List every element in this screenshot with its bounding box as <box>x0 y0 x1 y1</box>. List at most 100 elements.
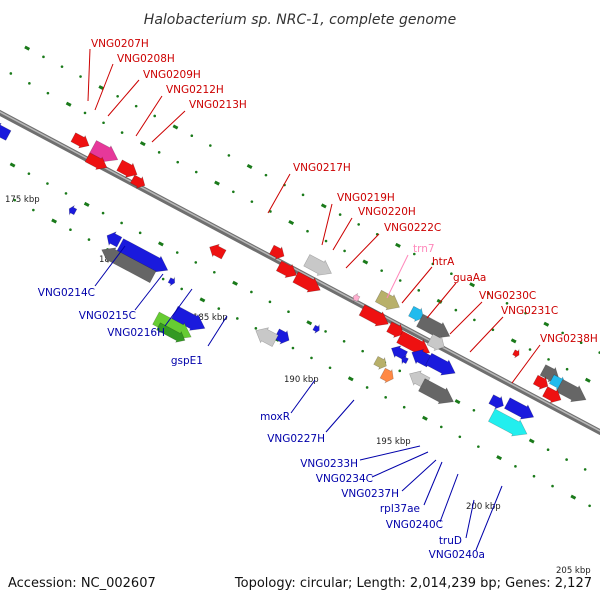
tick-dot <box>194 170 198 174</box>
tick-dot <box>398 369 402 373</box>
tick-dot <box>310 356 313 360</box>
tick-mark <box>496 455 503 461</box>
gene-arrow <box>542 386 562 404</box>
map-title: Halobacterium sp. NRC-1, complete genome <box>144 12 456 28</box>
tick-dot <box>250 290 253 294</box>
tick-dot <box>328 366 332 370</box>
leader-line <box>94 245 126 287</box>
tick-dot <box>264 173 268 177</box>
label-leader-lines <box>87 48 541 551</box>
gene-label-forward: VNG0219H <box>337 192 395 204</box>
scale-label: 185 kbp <box>193 313 228 323</box>
gene-arrow <box>416 313 451 339</box>
tick-mark <box>469 282 476 288</box>
tick-dot <box>157 151 161 154</box>
tick-dot <box>60 65 64 68</box>
gene-arrow <box>503 397 535 420</box>
tick-dot <box>454 308 458 312</box>
gene-label-forward: htrA <box>432 256 455 268</box>
leader-line <box>401 459 437 492</box>
gene-arrow <box>488 394 504 410</box>
leader-line <box>87 48 91 102</box>
gene-arrow <box>418 378 454 405</box>
gene-arrow <box>156 322 186 343</box>
gene-label-forward: VNG0220H <box>358 206 416 218</box>
tick-dot <box>120 221 123 225</box>
tick-mark <box>362 259 369 265</box>
tick-dot <box>190 134 194 137</box>
gene-arrow <box>386 321 404 339</box>
tick-dot <box>175 251 179 254</box>
tick-dot <box>287 310 290 313</box>
tick-dot <box>250 200 254 203</box>
tick-mark <box>98 85 105 91</box>
tick-dot <box>487 292 490 295</box>
tick-mark <box>584 377 591 383</box>
leader-line <box>401 266 433 304</box>
leader-line <box>511 344 541 384</box>
tick-dot <box>46 182 49 185</box>
tick-dot <box>583 468 587 471</box>
scale-label: 190 kbp <box>284 375 319 385</box>
tick-dot <box>439 425 443 429</box>
tick-mark <box>422 415 428 421</box>
tick-dot <box>138 231 142 235</box>
gene-label-reverse: truD <box>439 535 462 547</box>
gene-label-reverse: VNG0214C <box>38 287 95 299</box>
tick-dot <box>176 160 180 164</box>
gene-label-reverse: VNG0234C <box>316 473 373 485</box>
tick-dot <box>338 213 342 216</box>
leader-line <box>345 233 380 269</box>
tick-dot <box>236 317 239 320</box>
gene-arrow <box>129 174 146 189</box>
tick-dot <box>477 445 480 448</box>
leader-line <box>371 451 429 478</box>
gene-arrow <box>379 367 394 384</box>
leader-line <box>332 217 353 251</box>
tick-dot <box>42 55 45 59</box>
gene-label-forward: VNG0231C <box>501 305 558 317</box>
tick-mark <box>510 338 517 344</box>
tick-mark <box>83 201 90 207</box>
tick-mark <box>570 494 577 500</box>
tick-dot <box>324 239 328 243</box>
leader-line <box>290 379 316 414</box>
gene-label-reverse: VNG0216H <box>107 327 165 339</box>
leader-line <box>267 173 291 214</box>
leader-line <box>469 316 504 353</box>
leader-line <box>426 282 457 319</box>
tick-dot <box>402 405 406 409</box>
leader-line <box>94 63 114 111</box>
gene-arrow <box>312 323 320 334</box>
tick-dot <box>412 252 416 256</box>
gene-arrow <box>0 122 12 141</box>
tick-dot <box>565 458 568 461</box>
gene-label-forward: VNG0208H <box>117 53 175 65</box>
gene-label-reverse: VNG0240C <box>386 519 443 531</box>
gene-label-reverse: VNG0240a <box>429 549 485 561</box>
gene-arrow <box>426 333 445 352</box>
gene-arrow <box>408 305 424 322</box>
leader-line <box>135 95 163 137</box>
gene-label-forward: trn7 <box>413 243 435 255</box>
gene-arrow <box>101 247 157 284</box>
gene-arrow <box>275 260 298 279</box>
gene-arrow <box>532 374 549 390</box>
tick-dot <box>450 272 453 276</box>
leader-line <box>423 461 443 506</box>
gene-arrow <box>401 354 409 365</box>
tick-dot <box>27 172 31 175</box>
tick-dot <box>491 328 495 332</box>
gene-label-reverse: moxR <box>260 411 290 423</box>
tick-dot <box>32 208 35 212</box>
tick-dot <box>588 504 591 508</box>
tick-dot <box>79 75 82 78</box>
gene-arrow <box>303 254 332 276</box>
tick-dot <box>417 289 421 292</box>
gene-arrow <box>209 243 227 260</box>
tick-dot <box>13 198 17 202</box>
tick-mark <box>157 241 164 247</box>
tick-dot <box>209 144 212 147</box>
gene-arrow <box>425 352 456 376</box>
